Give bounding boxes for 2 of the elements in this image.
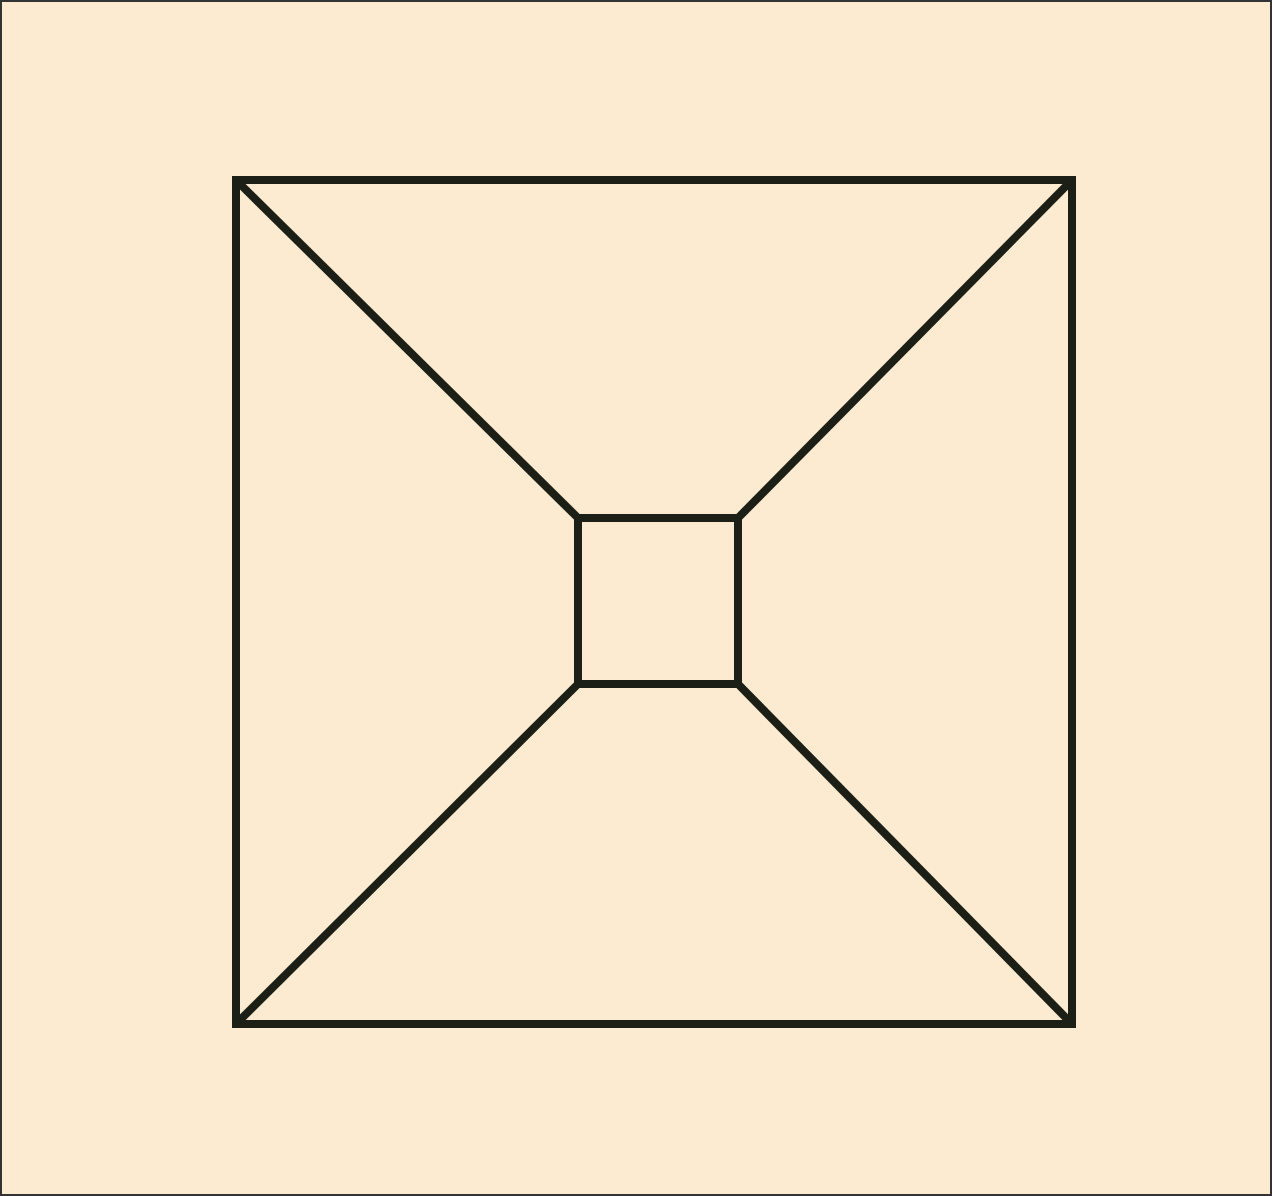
square-outline <box>574 514 742 688</box>
square-outline <box>232 176 1076 1028</box>
